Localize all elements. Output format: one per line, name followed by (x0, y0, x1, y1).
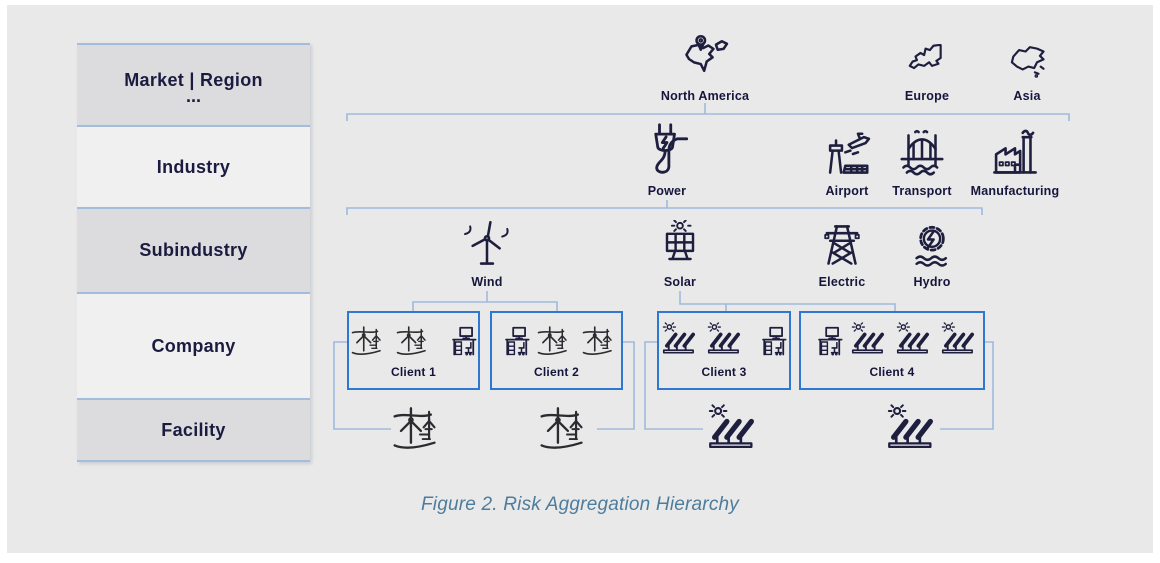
wind-farm-sketch-icon (581, 322, 621, 362)
client-asset-icons (660, 322, 788, 362)
wind-farm-sketch-icon (395, 322, 435, 362)
wind-turbine-icon (459, 218, 515, 272)
transport-bridge-icon (894, 127, 950, 181)
node-label: Transport (892, 184, 952, 198)
client-2-box: Client 2 (490, 311, 623, 390)
sidebar-level-label: Facility (161, 419, 226, 440)
solar-array-icon (883, 404, 941, 460)
client-label: Client 4 (869, 365, 915, 379)
node-transport: Transport (872, 127, 972, 198)
node-asia: Asia (977, 40, 1077, 103)
node-power: Power (617, 121, 717, 198)
node-manufacturing: Manufacturing (955, 126, 1075, 198)
node-wind: Wind (437, 218, 537, 289)
client-label: Client 2 (534, 365, 579, 379)
node-label: Hydro (913, 275, 951, 289)
sidebar-level-facility: Facility (77, 398, 310, 462)
client-3-box: Client 3 (657, 311, 791, 390)
sidebar-level-label: Market | Region (124, 69, 263, 90)
node-electric: Electric (792, 218, 892, 289)
facility-wind-2 (536, 401, 598, 459)
facility-wind-1 (389, 401, 451, 459)
node-label: Asia (1013, 89, 1041, 103)
node-solar: Solar (630, 220, 730, 289)
manufacturing-factory-icon (987, 126, 1043, 181)
node-label: Power (647, 184, 687, 198)
workstation-icon (493, 323, 531, 361)
client-4-box: Client 4 (799, 311, 985, 390)
client-label: Client 1 (391, 365, 436, 379)
client-1-box: Client 1 (347, 311, 480, 390)
sidebar-level-industry: Industry (77, 125, 310, 207)
client-asset-icons (806, 322, 979, 362)
node-label: Europe (904, 89, 950, 103)
node-label: Electric (818, 275, 866, 289)
solar-array-icon (894, 322, 934, 362)
sidebar-level-ellipsis: ... (185, 85, 201, 106)
solar-panel-icon (653, 220, 707, 272)
node-north-america: North America (645, 32, 765, 103)
facility-solar-2 (883, 404, 941, 460)
client-label: Client 3 (701, 365, 747, 379)
wind-farm-sketch-icon (536, 401, 598, 459)
node-label: Solar (663, 275, 697, 289)
asia-map-icon (1002, 40, 1052, 86)
electric-tower-icon (815, 218, 869, 272)
solar-array-icon (705, 322, 745, 362)
workstation-icon (806, 323, 844, 361)
node-label: Manufacturing (970, 184, 1060, 198)
node-label: Airport (825, 184, 869, 198)
sidebar-level-company: Company (77, 292, 310, 398)
sidebar-level-label: Industry (156, 156, 231, 177)
node-europe: Europe (877, 40, 977, 103)
power-plug-icon (636, 121, 698, 181)
node-label: Wind (471, 275, 503, 289)
solar-array-icon (660, 322, 700, 362)
client-asset-icons (493, 322, 621, 362)
facility-solar-1 (704, 404, 762, 460)
node-label: North America (660, 89, 750, 103)
sidebar-level-market-region: Market | Region ... (77, 43, 310, 125)
solar-array-icon (704, 404, 762, 460)
figure-caption: Figure 2. Risk Aggregation Hierarchy (420, 494, 740, 515)
workstation-icon (440, 323, 478, 361)
sidebar-level-subindustry: Subindustry (77, 207, 310, 292)
node-hydro: Hydro (882, 220, 982, 289)
europe-map-icon (902, 40, 952, 86)
workstation-icon (750, 323, 788, 361)
hydro-power-icon (906, 220, 958, 272)
wind-farm-sketch-icon (350, 322, 390, 362)
sidebar-level-label: Subindustry (139, 240, 248, 260)
solar-array-icon (939, 322, 979, 362)
north-america-map-icon (675, 32, 735, 86)
client-asset-icons (350, 322, 478, 362)
sidebar-level-label: Company (151, 335, 236, 356)
solar-array-icon (849, 322, 889, 362)
node-airport: Airport (797, 127, 897, 198)
airport-icon (819, 127, 875, 181)
wind-farm-sketch-icon (536, 322, 576, 362)
wind-farm-sketch-icon (389, 401, 451, 459)
